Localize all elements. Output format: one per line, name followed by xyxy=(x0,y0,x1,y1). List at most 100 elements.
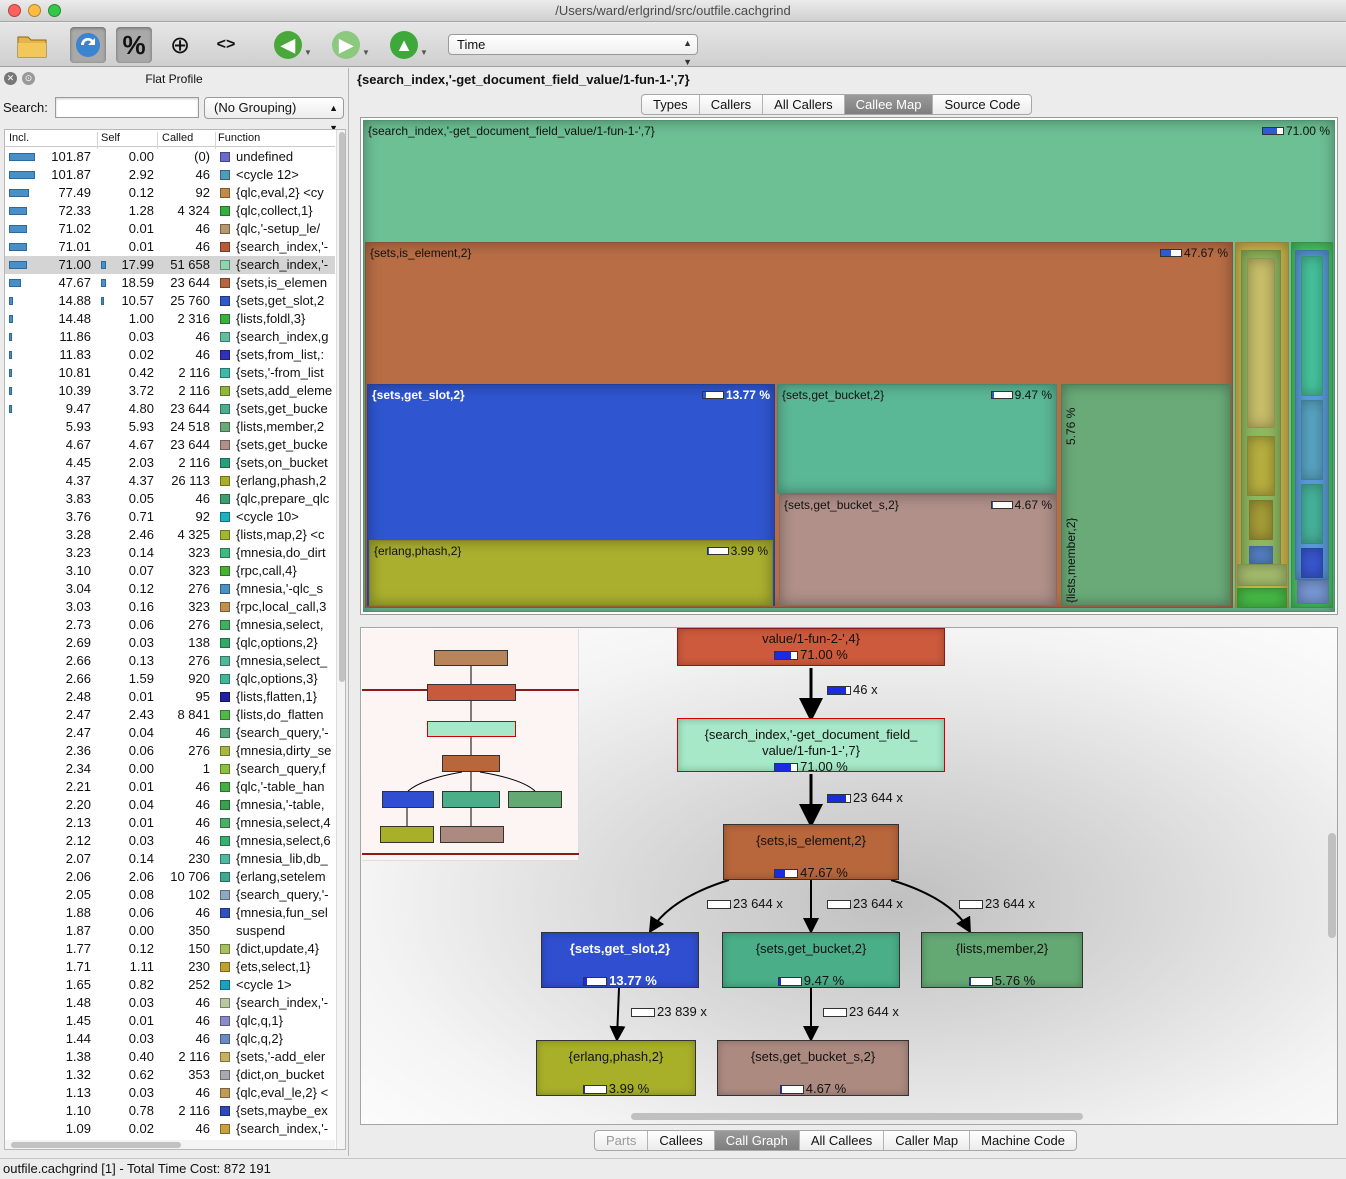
treemap-cell[interactable]: {erlang,phash,2}3.99 % xyxy=(369,540,773,606)
vertical-scrollbar[interactable] xyxy=(336,130,345,1149)
graph-horizontal-scrollbar[interactable] xyxy=(631,1113,1083,1120)
open-folder-button[interactable] xyxy=(14,27,50,63)
move-icon[interactable]: ⊕ xyxy=(169,31,191,59)
tab-parts[interactable]: Parts xyxy=(595,1131,649,1150)
event-type-select[interactable]: Time▲▼ xyxy=(448,34,698,67)
close-panel-icon[interactable]: ✕ xyxy=(4,72,17,85)
graph-node[interactable]: {sets,get_bucket,2}9.47 % xyxy=(722,932,900,988)
up-button[interactable]: ▲▼ xyxy=(386,27,428,63)
treemap-cell[interactable] xyxy=(1301,400,1323,480)
minimize-window-button[interactable] xyxy=(28,4,41,17)
treemap-cell[interactable] xyxy=(1301,484,1323,544)
graph-overview[interactable] xyxy=(362,629,579,861)
treemap-cell[interactable] xyxy=(1247,436,1275,496)
graph-node[interactable]: {erlang,phash,2}3.99 % xyxy=(536,1040,696,1096)
reload-button[interactable] xyxy=(70,27,106,63)
tab-source-code[interactable]: Source Code xyxy=(944,97,1021,112)
treemap-cell[interactable] xyxy=(1297,580,1329,604)
percentage-toggle[interactable]: % xyxy=(116,27,152,63)
tab-machine-code[interactable]: Machine Code xyxy=(981,1133,1065,1148)
treemap-cell[interactable]: {sets,get_bucket_s,2}4.67 % xyxy=(779,494,1057,606)
callee-map[interactable]: {search_index,'-get_document_field_value… xyxy=(360,117,1338,615)
graph-node[interactable]: {sets,get_slot,2}13.77 % xyxy=(541,932,699,988)
treemap-cell[interactable]: {lists,member,2}5.76 % xyxy=(1061,384,1231,606)
cycle-detection-button[interactable]: <> xyxy=(216,36,236,53)
column-called[interactable]: Called xyxy=(162,132,194,144)
tab-types[interactable]: Types xyxy=(642,95,700,114)
treemap-cell[interactable] xyxy=(1301,548,1323,578)
tab-callee-map[interactable]: Callee Map xyxy=(844,95,934,114)
graph-node[interactable]: {sets,is_element,2}47.67 % xyxy=(723,824,899,880)
treemap-cell[interactable] xyxy=(1249,546,1273,564)
float-panel-icon[interactable]: ⊙ xyxy=(22,72,35,85)
treemap-cell[interactable] xyxy=(1249,500,1273,540)
graph-node[interactable]: {sets,get_bucket_s,2}4.67 % xyxy=(717,1040,909,1096)
column-function[interactable]: Function xyxy=(218,132,261,144)
tab-caller-map[interactable]: Caller Map xyxy=(884,1131,971,1150)
graph-node[interactable]: value/1-fun-2-',4}71.00 % xyxy=(677,628,945,666)
graph-node[interactable]: {search_index,'-get_document_field_value… xyxy=(677,718,945,774)
back-button[interactable]: ◀▼ xyxy=(270,27,312,63)
column-incl[interactable]: Incl. xyxy=(9,132,30,144)
horizontal-scrollbar[interactable] xyxy=(5,1140,335,1149)
tab-call-graph[interactable]: Call Graph xyxy=(714,1131,800,1150)
tab-all-callers[interactable]: All Callers xyxy=(763,95,845,114)
close-window-button[interactable] xyxy=(8,4,21,17)
tab-callers[interactable]: Callers xyxy=(700,95,764,114)
tab-all-callees[interactable]: All Callees xyxy=(800,1131,885,1150)
graph-vertical-scrollbar[interactable] xyxy=(1328,833,1336,938)
treemap-cell[interactable] xyxy=(1237,564,1287,586)
treemap-cell[interactable] xyxy=(1237,588,1287,608)
